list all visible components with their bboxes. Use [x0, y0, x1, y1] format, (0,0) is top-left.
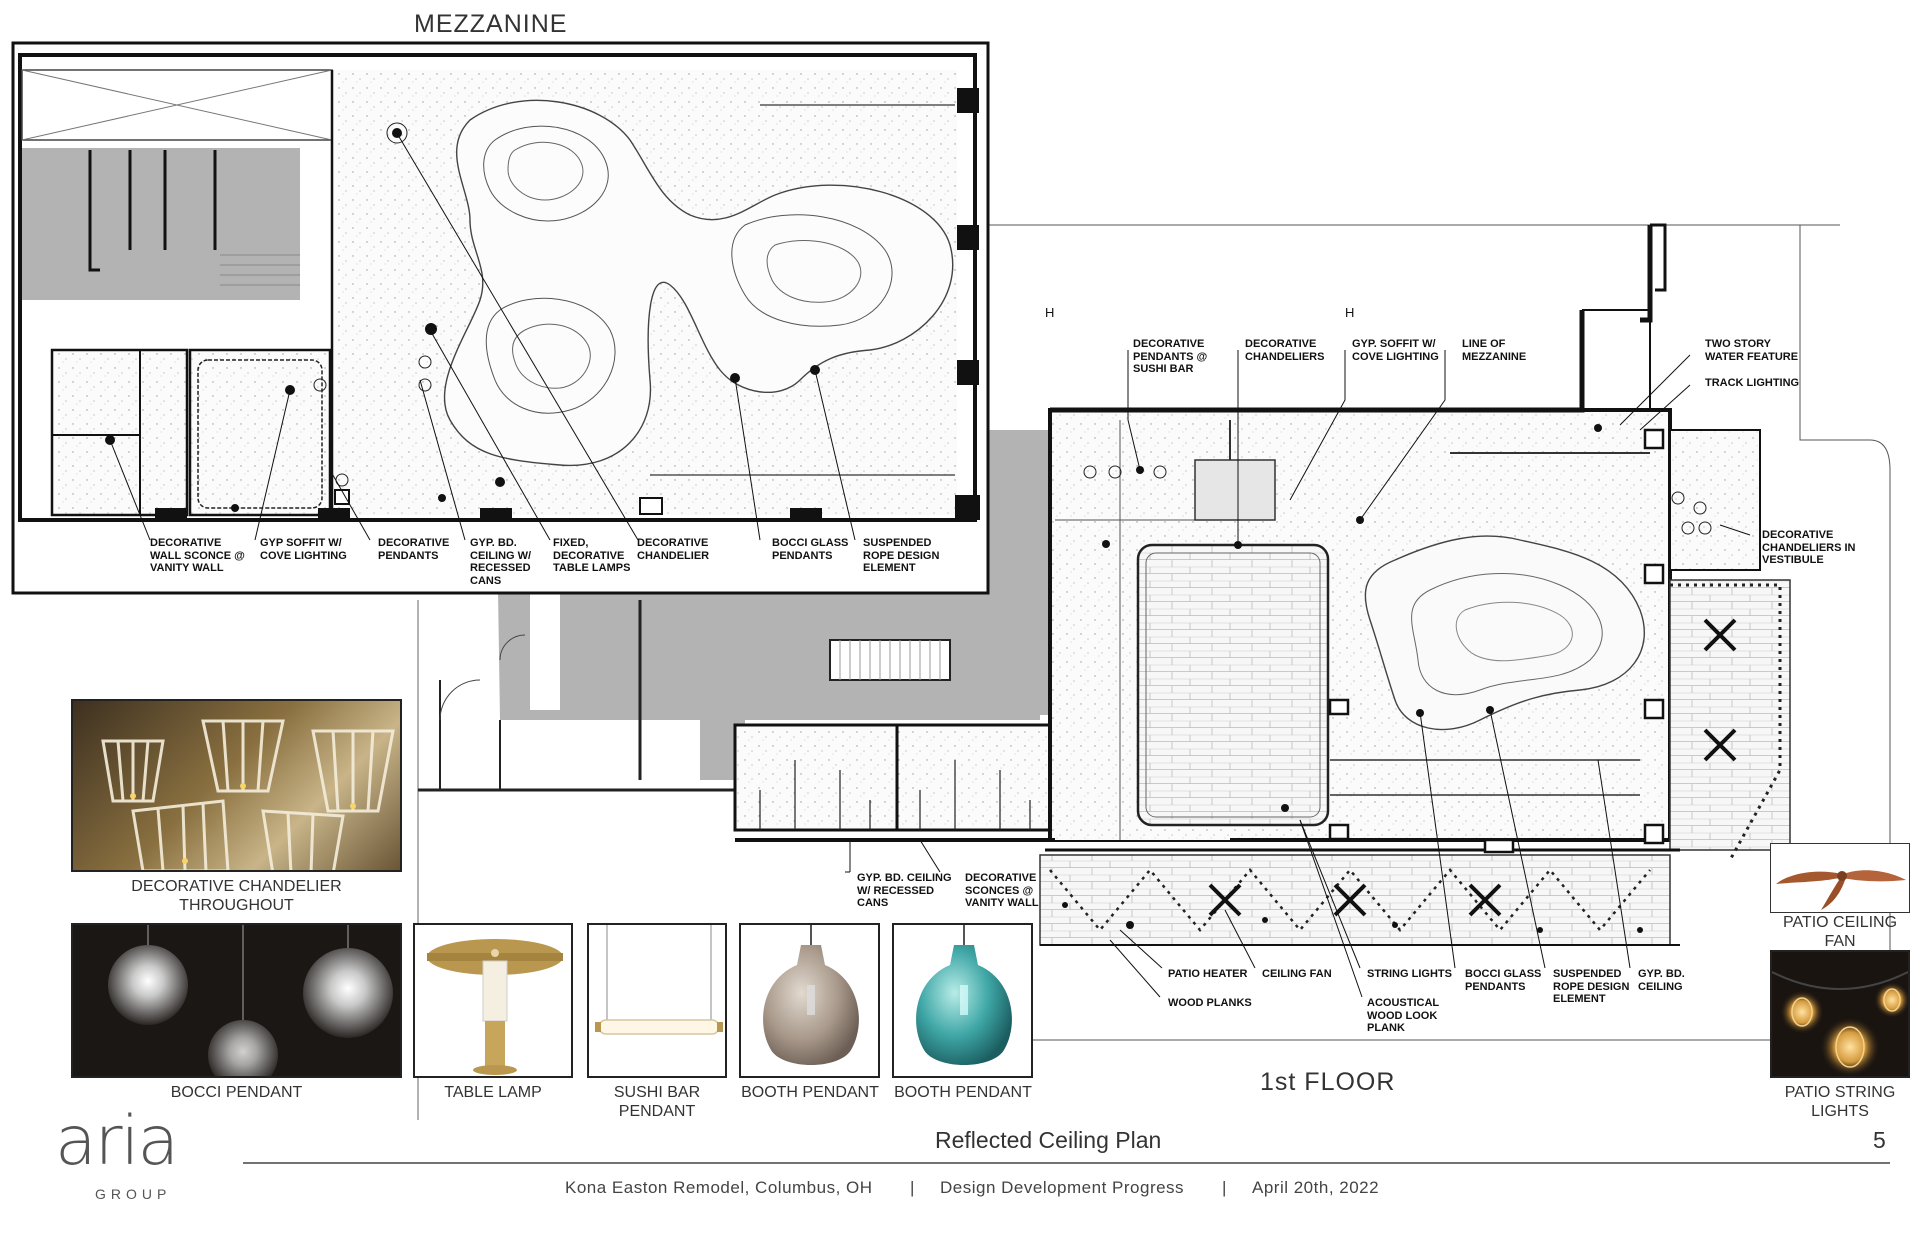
sheet-title: Reflected Ceiling Plan: [935, 1127, 1162, 1153]
mezzanine-plan: [11, 41, 990, 595]
first-floor-plan: H H: [417, 223, 1891, 1120]
callout-gyp-soffit: GYP SOFFIT W/ COVE LIGHTING: [260, 537, 347, 562]
callout-gyp-bd: GYP. BD. CEILING: [1638, 968, 1685, 993]
caption-patio-string-lights: PATIO STRING LIGHTS: [1784, 1084, 1896, 1120]
callout-gyp-bd-ceiling: GYP. BD. CEILING W/ RECESSED CANS: [470, 537, 532, 587]
callout-recessed-cans: GYP. BD. CEILING W/ RECESSED CANS: [857, 872, 952, 909]
patio-string-lights-photo: [1770, 950, 1910, 1078]
caption-patio-ceiling-fan: PATIO CEILING FAN: [1782, 914, 1898, 950]
project-name: Kona Easton Remodel, Columbus, OH: [565, 1178, 873, 1197]
callout-vestibule-chandeliers: DECORATIVE CHANDELIERS IN VESTIBULE: [1762, 529, 1856, 566]
aria-logo-wordmark: aria: [55, 1102, 179, 1181]
caption-bocci-pendant: BOCCI PENDANT: [170, 1084, 303, 1101]
callout-sushi-pendants: DECORATIVE PENDANTS @ SUSHI BAR: [1133, 338, 1208, 375]
sushi-bar-pendant-photo: [587, 923, 727, 1078]
callout-decorative-pendants: DECORATIVE PENDANTS: [378, 537, 450, 562]
caption-sushi-bar-pendant: SUSHI BAR PENDANT: [613, 1084, 701, 1120]
booth-pendant-smoke-photo: [739, 923, 880, 1078]
bocci-pendant-photo: [71, 923, 402, 1078]
callout-wall-sconce: DECORATIVE WALL SCONCE @ VANITY WALL: [150, 537, 245, 574]
callout-vanity-sconces: DECORATIVE SCONCES @ VANITY WALL: [965, 872, 1039, 909]
callout-decorative-chandeliers: DECORATIVE CHANDELIERS: [1245, 338, 1325, 363]
footer-separator-2: |: [1222, 1178, 1227, 1197]
decorative-chandelier-photo: [71, 699, 402, 872]
caption-booth-pendant-2: BOOTH PENDANT: [894, 1084, 1032, 1101]
svg-text:H: H: [1345, 305, 1354, 320]
callout-bocci-pendants: BOCCI GLASS PENDANTS: [772, 537, 849, 562]
callout-ceiling-fan: CEILING FAN: [1262, 968, 1332, 980]
caption-decorative-chandelier: DECORATIVE CHANDELIER THROUGHOUT: [131, 878, 342, 914]
callout-string-lights: STRING LIGHTS: [1367, 968, 1452, 980]
page-number: 5: [1873, 1127, 1886, 1153]
callout-suspended-rope: SUSPENDED ROPE DESIGN ELEMENT: [1553, 968, 1630, 1005]
first-floor-title: 1st FLOOR: [1260, 1068, 1396, 1096]
callout-acoustical-plank: ACOUSTICAL WOOD LOOK PLANK: [1367, 997, 1440, 1034]
ceiling-fan-symbols: [1208, 618, 1737, 917]
callout-gyp-soffit-cove: GYP. SOFFIT W/ COVE LIGHTING: [1352, 338, 1439, 363]
callout-decorative-chandelier: DECORATIVE CHANDELIER: [637, 537, 710, 562]
callout-track-lighting: TRACK LIGHTING: [1705, 377, 1800, 389]
patio-ceiling-fan-photo: [1770, 843, 1910, 913]
callout-rope-element: SUSPENDED ROPE DESIGN ELEMENT: [863, 537, 940, 574]
callout-patio-heater: PATIO HEATER: [1168, 968, 1248, 980]
callout-water-feature: TWO STORY WATER FEATURE: [1705, 338, 1799, 363]
project-phase: Design Development Progress: [940, 1178, 1185, 1197]
caption-table-lamp: TABLE LAMP: [444, 1084, 542, 1101]
svg-text:H: H: [1045, 305, 1054, 320]
project-date: April 20th, 2022: [1252, 1178, 1380, 1197]
aria-logo-group: GROUP: [95, 1186, 172, 1202]
caption-booth-pendant-1: BOOTH PENDANT: [741, 1084, 879, 1101]
table-lamp-photo: [413, 923, 573, 1078]
callout-wood-planks: WOOD PLANKS: [1168, 997, 1252, 1009]
booth-pendant-teal-photo: [892, 923, 1033, 1078]
callout-bocci-glass: BOCCI GLASS PENDANTS: [1465, 968, 1542, 993]
back-of-house-area: [498, 430, 1055, 780]
callout-table-lamps: FIXED, DECORATIVE TABLE LAMPS: [553, 537, 631, 574]
mezzanine-title: MEZZANINE: [414, 10, 568, 38]
callout-line-of-mezzanine: LINE OF MEZZANINE: [1462, 338, 1527, 363]
footer-separator-1: |: [910, 1178, 915, 1197]
